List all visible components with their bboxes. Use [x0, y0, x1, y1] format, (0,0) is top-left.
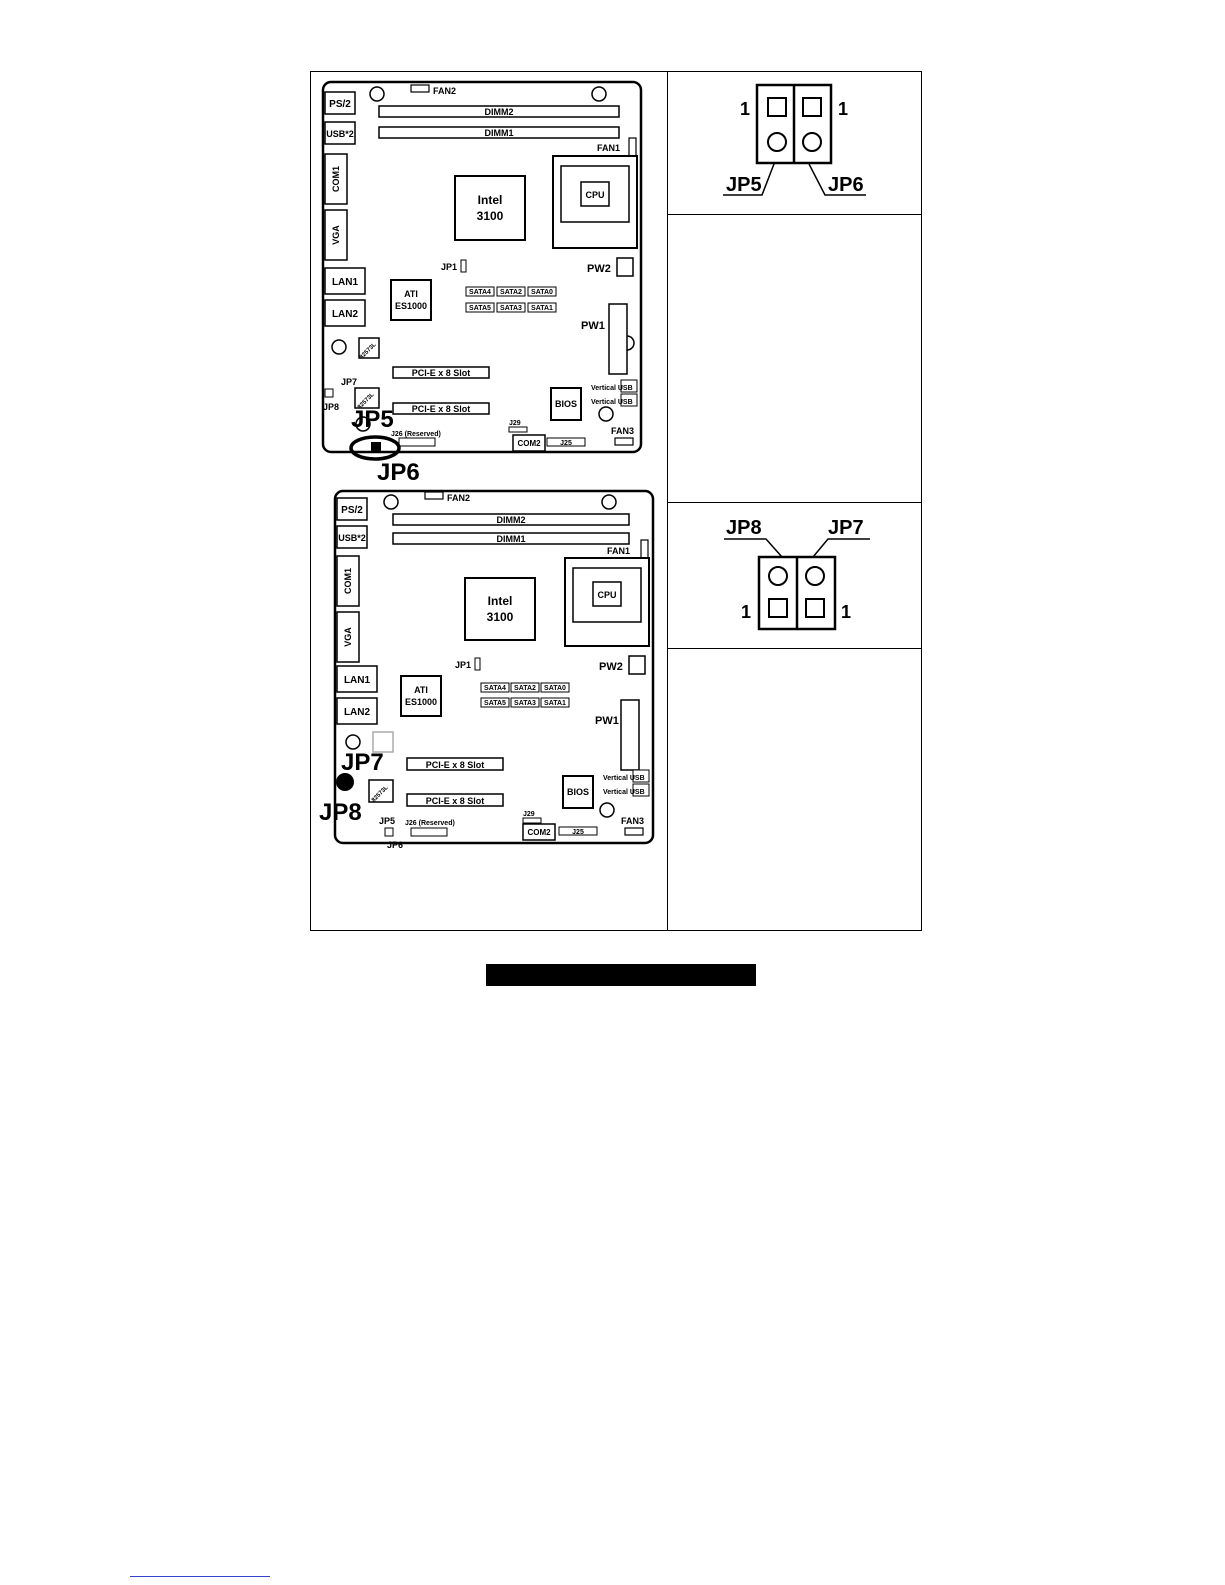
sata0-label: SATA0: [544, 685, 566, 692]
jp5-small-label: JP5: [379, 816, 395, 826]
pw2-label: PW2: [587, 263, 611, 275]
jp7-detail-label: JP7: [828, 517, 864, 539]
jp8-jp7-pin-diagram: 1 1 JP8 JP7: [724, 517, 870, 631]
sata4-label: SATA4: [469, 289, 491, 296]
usb-label: USB*2: [338, 533, 366, 543]
bios-label: BIOS: [555, 399, 577, 409]
row-divider-3: [667, 648, 921, 649]
column-divider: [667, 72, 668, 930]
sata4-label: SATA4: [484, 685, 506, 692]
com1-label: COM1: [343, 568, 353, 594]
sata2-label: SATA2: [514, 685, 536, 692]
lan2-label: LAN2: [332, 309, 359, 320]
pw2-label: PW2: [599, 661, 623, 673]
chipset-line2: 3100: [487, 610, 514, 624]
fan3-label: FAN3: [621, 816, 644, 826]
pin-one-right: 1: [841, 602, 851, 622]
dimm1-label: DIMM1: [485, 128, 514, 138]
sata2-label: SATA2: [500, 289, 522, 296]
video-line2: ES1000: [405, 697, 437, 707]
motherboard-diagram-jp7-jp8: PS/2 USB*2 COM1 VGA LAN1 LAN2 FAN2 FAN1 …: [319, 489, 655, 850]
j25-label: J25: [572, 829, 584, 836]
j29-label: J29: [523, 811, 535, 818]
sata3-label: SATA3: [500, 305, 522, 312]
pin-one-left: 1: [741, 602, 751, 622]
ps2-label: PS/2: [341, 505, 363, 516]
video-line2: ES1000: [395, 301, 427, 311]
com2-label: COM2: [517, 439, 541, 448]
fan1-label: FAN1: [607, 546, 630, 556]
fan2-label: FAN2: [433, 86, 456, 96]
chipset-line2: 3100: [477, 209, 504, 223]
fan1-label: FAN1: [597, 143, 620, 153]
jp7-callout: JP7: [341, 749, 384, 776]
vertical-usb-2: Vertical USB: [603, 789, 645, 796]
fan2-label: FAN2: [447, 493, 470, 503]
pw1-label: PW1: [581, 320, 605, 332]
j26-label: J26 (Reserved): [391, 431, 441, 438]
pcie-slot-1-label: PCI-E x 8 Slot: [412, 368, 471, 378]
sata1-label: SATA1: [531, 305, 553, 312]
jp8-detail-label: JP8: [726, 517, 762, 539]
vertical-usb-1: Vertical USB: [591, 385, 633, 392]
pcie-slot-2-label: PCI-E x 8 Slot: [412, 404, 471, 414]
cpu-label: CPU: [585, 190, 604, 200]
lan1-label: LAN1: [344, 675, 371, 686]
ps2-label: PS/2: [329, 99, 351, 110]
chipset-line1: Intel: [478, 193, 503, 207]
j25-label: J25: [560, 440, 572, 447]
sata0-label: SATA0: [531, 289, 553, 296]
jp1-label: JP1: [441, 262, 457, 272]
j26-label: J26 (Reserved): [405, 820, 455, 827]
pcie-slot-1-label: PCI-E x 8 Slot: [426, 760, 485, 770]
chipset-line1: Intel: [488, 594, 513, 608]
com1-label: COM1: [331, 166, 341, 192]
dimm1-label: DIMM1: [497, 534, 526, 544]
jp5-callout: JP5: [351, 406, 394, 433]
sata1-label: SATA1: [544, 700, 566, 707]
sata3-label: SATA3: [514, 700, 536, 707]
jp8-small-label: JP8: [323, 402, 339, 412]
sata5-label: SATA5: [484, 700, 506, 707]
jp6-detail-label: JP6: [828, 174, 864, 196]
cpu-label: CPU: [597, 590, 616, 600]
j29-label: J29: [509, 420, 521, 427]
footnote-rule: [130, 1576, 270, 1577]
row-divider-1: [667, 214, 921, 215]
vertical-usb-1: Vertical USB: [603, 775, 645, 782]
jp1-label: JP1: [455, 660, 471, 670]
row-divider-2: [667, 502, 921, 503]
com2-label: COM2: [527, 828, 551, 837]
jp5-detail-label: JP5: [726, 174, 762, 196]
usb-label: USB*2: [326, 129, 354, 139]
dimm2-label: DIMM2: [485, 107, 514, 117]
jp5-jp6-pin-diagram: 1 1 JP5 JP6: [723, 83, 866, 196]
pin-one-right: 1: [838, 99, 848, 119]
vertical-usb-2: Vertical USB: [591, 399, 633, 406]
motherboard-diagram-jp5-jp6: PS/2 USB*2 COM1 VGA LAN1 LAN2 FAN2 FAN1 …: [321, 80, 643, 486]
pcie-slot-2-label: PCI-E x 8 Slot: [426, 796, 485, 806]
pw1-label: PW1: [595, 715, 619, 727]
jp6-callout: JP6: [377, 459, 420, 486]
jp7-small-label: JP7: [341, 377, 357, 387]
vga-label: VGA: [331, 225, 341, 245]
video-line1: ATI: [414, 685, 428, 695]
sata5-label: SATA5: [469, 305, 491, 312]
jp8-callout: JP8: [319, 799, 362, 826]
pin-one-left: 1: [740, 99, 750, 119]
dimm2-label: DIMM2: [497, 515, 526, 525]
lan2-label: LAN2: [344, 707, 371, 718]
figure-frame: PS/2 USB*2 COM1 VGA LAN1 LAN2 FAN2 FAN1 …: [310, 71, 922, 931]
jp6-small-label: JP6: [387, 840, 403, 850]
bios-label: BIOS: [567, 787, 589, 797]
video-line1: ATI: [404, 289, 418, 299]
lan1-label: LAN1: [332, 277, 359, 288]
redacted-caption-bar: [486, 964, 756, 986]
vga-label: VGA: [343, 627, 353, 647]
fan3-label: FAN3: [611, 426, 634, 436]
